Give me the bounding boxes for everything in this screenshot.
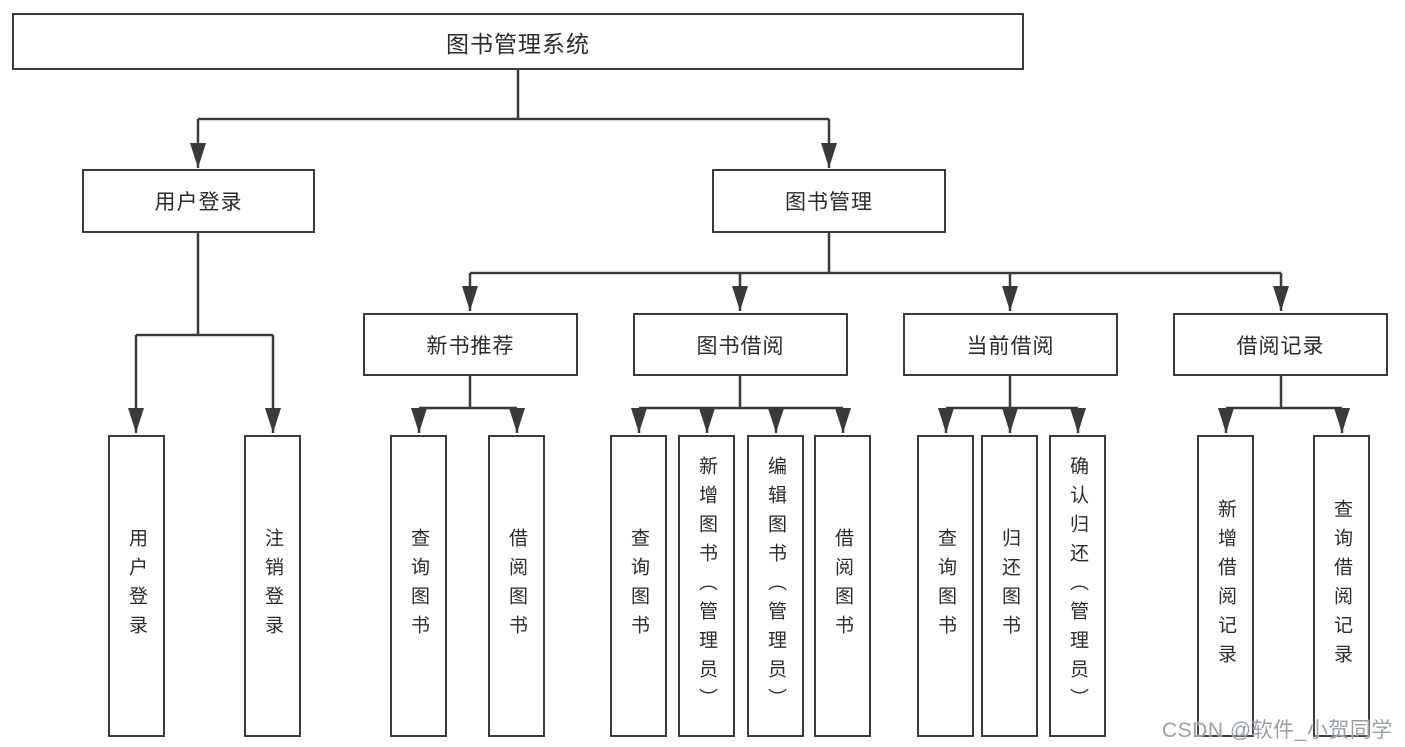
- node-library-management-system: 图书管理系统: [12, 13, 1024, 70]
- leaf-query-books-borrowing: 查询图书: [610, 435, 667, 737]
- node-borrowing-records: 借阅记录: [1173, 313, 1388, 376]
- node-user-login: 用户登录: [82, 169, 315, 233]
- leaf-query-borrow-record: 查询借阅记录: [1313, 435, 1370, 737]
- leaf-edit-books-admin: 编辑图书（管理员）: [747, 435, 804, 737]
- leaf-query-books-current: 查询图书: [917, 435, 974, 737]
- node-new-book-recommend: 新书推荐: [363, 313, 578, 376]
- node-book-management: 图书管理: [712, 169, 946, 233]
- leaf-borrow-books: 借阅图书: [814, 435, 871, 737]
- node-label: 用户登录: [126, 528, 147, 644]
- node-label: 新书推荐: [426, 334, 515, 358]
- node-label: 注销登录: [262, 528, 283, 644]
- leaf-add-borrow-record: 新增借阅记录: [1197, 435, 1254, 737]
- csdn-watermark: CSDN @软件_小贺同学: [1162, 719, 1393, 742]
- node-label: 查询借阅记录: [1331, 499, 1352, 673]
- leaf-logout: 注销登录: [244, 435, 301, 737]
- node-label: 当前借阅: [966, 334, 1055, 358]
- leaf-add-books-admin: 新增图书（管理员）: [678, 435, 735, 737]
- node-label: 新增借阅记录: [1215, 499, 1236, 673]
- node-label: 查询图书: [935, 528, 956, 644]
- node-label: 归还图书: [999, 528, 1020, 644]
- node-label: 查询图书: [408, 528, 429, 644]
- node-label: 查询图书: [628, 528, 649, 644]
- node-label: 借阅图书: [506, 528, 527, 644]
- node-book-borrowing: 图书借阅: [633, 313, 848, 376]
- leaf-return-books: 归还图书: [981, 435, 1038, 737]
- node-label: 编辑图书（管理员）: [765, 455, 786, 717]
- node-label: 借阅图书: [832, 528, 853, 644]
- node-label: 图书管理系统: [446, 30, 590, 57]
- leaf-confirm-return-admin: 确认归还（管理员）: [1049, 435, 1106, 737]
- node-label: 图书管理: [785, 191, 873, 214]
- node-label: 借阅记录: [1236, 334, 1325, 358]
- node-label: 用户登录: [154, 191, 243, 214]
- node-label: 图书借阅: [696, 334, 785, 358]
- node-label: 确认归还（管理员）: [1067, 455, 1088, 717]
- leaf-user-login: 用户登录: [108, 435, 165, 737]
- node-current-borrowing: 当前借阅: [903, 313, 1118, 376]
- node-label: 新增图书（管理员）: [696, 455, 717, 717]
- leaf-borrow-books-recommend: 借阅图书: [488, 435, 545, 737]
- leaf-query-books-recommend: 查询图书: [390, 435, 447, 737]
